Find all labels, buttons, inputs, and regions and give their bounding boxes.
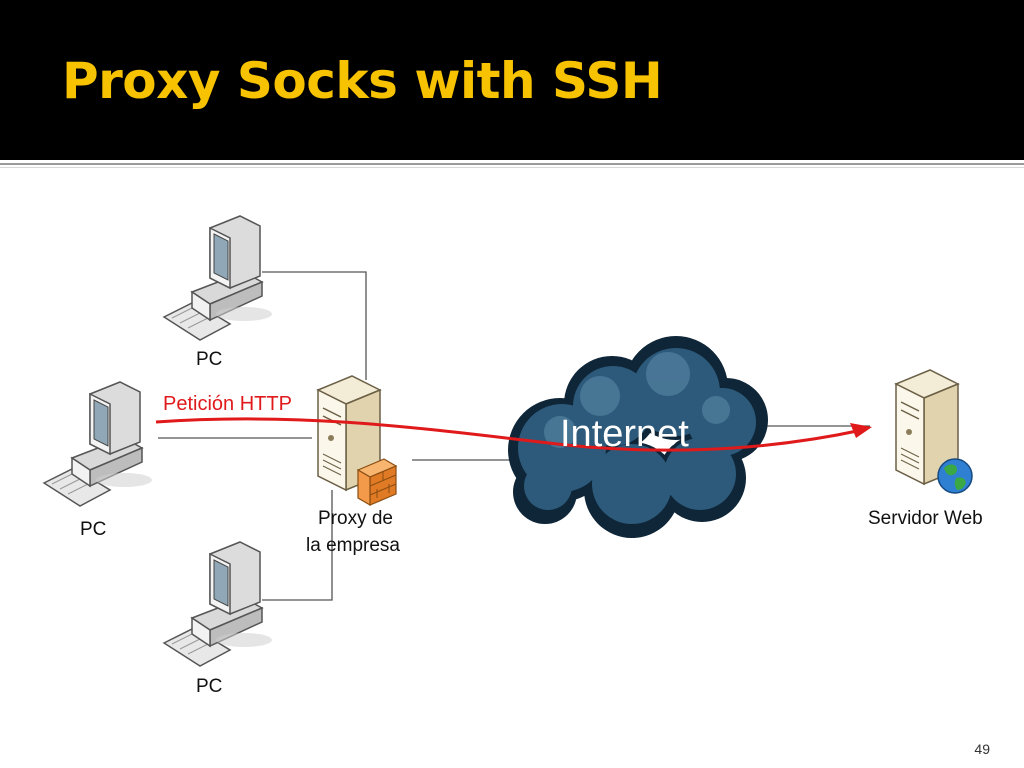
slide-title: Proxy Socks with SSH xyxy=(62,52,663,110)
title-bar xyxy=(0,0,1024,160)
server-label: Servidor Web xyxy=(868,508,983,529)
pc-icon xyxy=(43,381,153,507)
pc-icon xyxy=(163,215,273,341)
proxy-label-line2: la empresa xyxy=(306,535,400,556)
request-arrow xyxy=(155,417,872,452)
connection-lines xyxy=(158,271,870,601)
pc-icon xyxy=(163,541,273,667)
cloud-icon xyxy=(508,336,768,538)
page-number: 49 xyxy=(974,741,990,757)
title-divider-light xyxy=(0,167,1024,168)
globe-icon xyxy=(937,458,973,494)
link-pc-bottom-proxy xyxy=(262,490,333,601)
title-divider xyxy=(0,163,1024,165)
proxy-label-line1: Proxy de xyxy=(318,508,393,529)
request-label: Petición HTTP xyxy=(163,393,292,415)
pc-label: PC xyxy=(196,349,222,370)
pc-label: PC xyxy=(80,519,106,540)
internet-label: Internet xyxy=(560,413,689,455)
firewall-icon xyxy=(356,458,398,507)
pc-label: PC xyxy=(196,676,222,697)
link-pc-top-proxy xyxy=(262,271,367,380)
